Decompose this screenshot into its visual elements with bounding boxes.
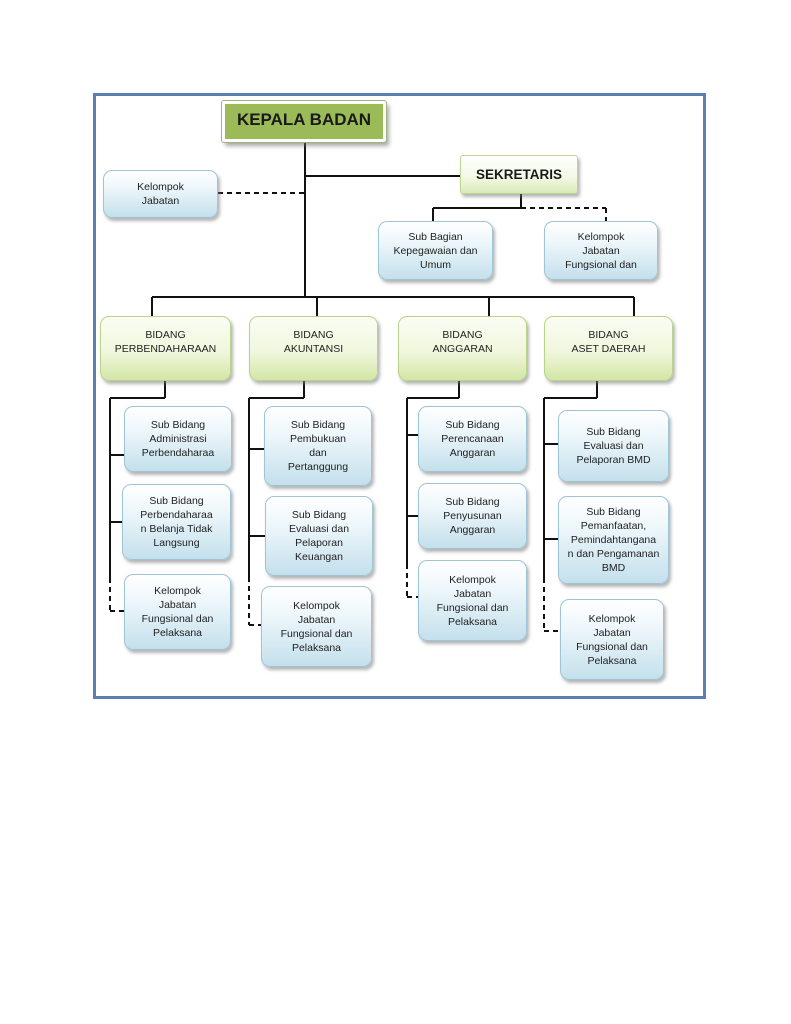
- sub-bidang-box: Sub Bidang Evaluasi dan Pelaporan BMD: [558, 410, 669, 482]
- sub-bidang-label: Sub Bidang Perencanaan Anggaran: [441, 419, 504, 459]
- sub-bidang-box: Sub Bidang Perencanaan Anggaran: [418, 406, 527, 472]
- kelompok-box: Kelompok Jabatan Fungsional dan Pelaksan…: [124, 574, 231, 650]
- sekretaris-kelompok-box: Kelompok Jabatan Fungsional dan: [544, 221, 658, 280]
- sub-bidang-box: Sub Bidang Penyusunan Anggaran: [418, 483, 527, 549]
- sekretaris-box: SEKRETARIS: [460, 155, 578, 194]
- kepala-badan-label: KEPALA BADAN: [236, 109, 372, 129]
- sub-bidang-box: Sub Bidang Perbendaharaa n Belanja Tidak…: [122, 484, 231, 560]
- sub-bidang-label: Sub Bidang Administrasi Perbendaharaa: [141, 419, 215, 459]
- sub-bidang-label: Sub Bidang Evaluasi dan Pelaporan BMD: [576, 426, 651, 466]
- kelompok-label: Kelompok Jabatan Fungsional dan Pelaksan…: [280, 599, 353, 654]
- bidang-label: BIDANG ASET DAERAH: [571, 328, 646, 355]
- kelompok-jabatan-label: Kelompok Jabatan: [137, 181, 184, 207]
- bidang-aset-daerah-box: BIDANG ASET DAERAH: [544, 316, 673, 381]
- sub-bagian-label: Sub Bagian Kepegawaian dan Umum: [393, 230, 478, 271]
- sekretaris-kelompok-label: Kelompok Jabatan Fungsional dan: [565, 230, 637, 271]
- bidang-label: BIDANG ANGGARAN: [432, 328, 493, 355]
- kelompok-box: Kelompok Jabatan Fungsional dan Pelaksan…: [418, 560, 527, 641]
- sub-bidang-label: Sub Bidang Evaluasi dan Pelaporan Keuang…: [288, 509, 350, 563]
- sub-bidang-label: Sub Bidang Perbendaharaa n Belanja Tidak…: [140, 495, 213, 549]
- kepala-badan-box: KEPALA BADAN: [221, 100, 387, 143]
- kelompok-label: Kelompok Jabatan Fungsional dan Pelaksan…: [436, 573, 509, 628]
- sub-bidang-box: Sub Bidang Pembukuan dan Pertanggung: [264, 406, 372, 486]
- bidang-anggaran-box: BIDANG ANGGARAN: [398, 316, 527, 381]
- sub-bidang-box: Sub Bidang Pemanfaatan, Pemindahtangana …: [558, 496, 669, 584]
- bidang-label: BIDANG PERBENDAHARAAN: [114, 328, 217, 355]
- sub-bidang-box: Sub Bidang Evaluasi dan Pelaporan Keuang…: [265, 496, 373, 576]
- kelompok-box: Kelompok Jabatan Fungsional dan Pelaksan…: [560, 599, 664, 680]
- chart-frame: [93, 93, 706, 699]
- bidang-akuntansi-box: BIDANG AKUNTANSI: [249, 316, 378, 381]
- kelompok-box: Kelompok Jabatan Fungsional dan Pelaksan…: [261, 586, 372, 667]
- sub-bagian-box: Sub Bagian Kepegawaian dan Umum: [378, 221, 493, 280]
- sekretaris-label: SEKRETARIS: [475, 167, 562, 182]
- bidang-perbendaharaan-box: BIDANG PERBENDAHARAAN: [100, 316, 231, 381]
- kelompok-jabatan-box: Kelompok Jabatan: [103, 170, 218, 218]
- sub-bidang-box: Sub Bidang Administrasi Perbendaharaa: [124, 406, 232, 472]
- kelompok-label: Kelompok Jabatan Fungsional dan Pelaksan…: [576, 612, 648, 667]
- sub-bidang-label: Sub Bidang Pemanfaatan, Pemindahtangana …: [567, 506, 660, 574]
- bidang-label: BIDANG AKUNTANSI: [283, 328, 344, 355]
- sub-bidang-label: Sub Bidang Penyusunan Anggaran: [443, 496, 502, 536]
- sub-bidang-label: Sub Bidang Pembukuan dan Pertanggung: [287, 419, 349, 473]
- kelompok-label: Kelompok Jabatan Fungsional dan Pelaksan…: [141, 585, 214, 639]
